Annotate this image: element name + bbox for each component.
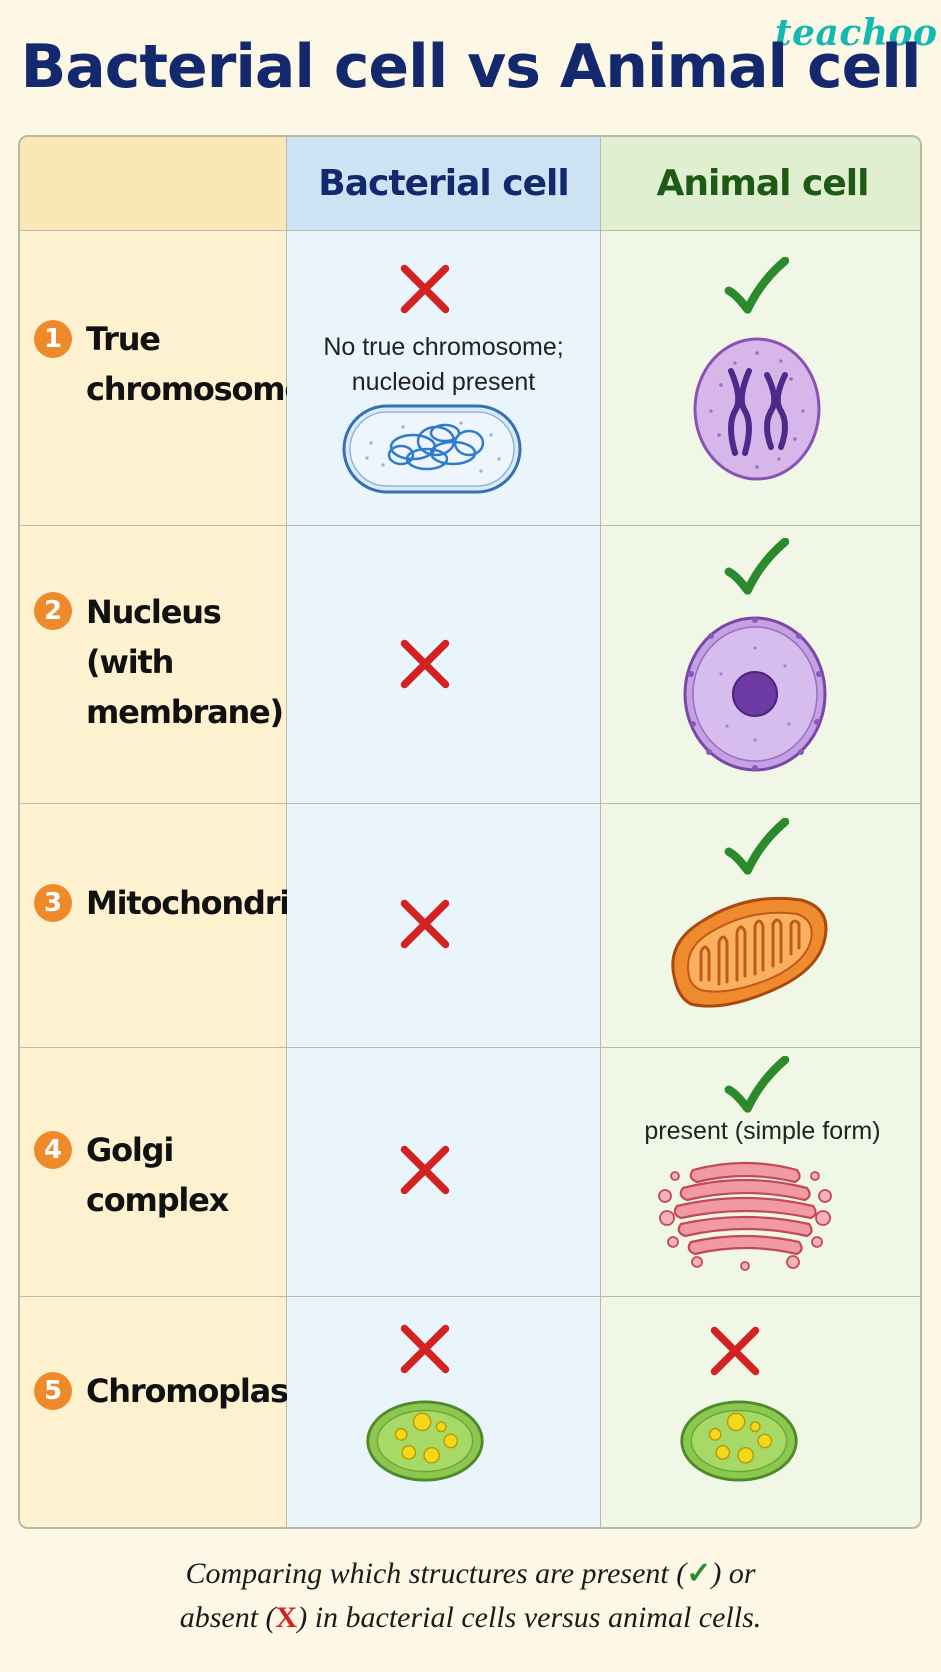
row-number-badge: 2 xyxy=(34,592,72,630)
row-4-bacterial-cell xyxy=(287,1048,601,1297)
cross-icon xyxy=(397,636,453,692)
row-2-bacterial-cell xyxy=(287,526,601,804)
row-2-feature-cell: 2 Nucleus (with membrane) xyxy=(20,526,287,804)
caption-text: Comparing which structures are present ( xyxy=(185,1557,687,1590)
comparison-table: Bacterial cell Animal cell 1 True chromo… xyxy=(18,135,922,1529)
cross-icon xyxy=(707,1323,763,1379)
cross-icon xyxy=(397,261,453,317)
header-animal-cell: Animal cell xyxy=(601,137,920,231)
header-empty-cell xyxy=(20,137,287,231)
row-3-feature-cell: 3 Mitochondria xyxy=(20,804,311,1048)
animal-note: present (simple form) xyxy=(644,1117,881,1145)
row-3-bacterial-cell xyxy=(287,804,601,1048)
row-5-animal-cell xyxy=(601,1297,920,1527)
column-header-animal: Animal cell xyxy=(656,163,870,204)
row-number-badge: 3 xyxy=(34,884,72,922)
check-icon: ✓ xyxy=(686,1557,712,1590)
cross-icon xyxy=(397,896,453,952)
header-bacterial-cell: Bacterial cell xyxy=(287,137,601,231)
cross-icon xyxy=(397,1321,453,1377)
check-icon xyxy=(723,538,789,598)
bacterial-nucleoid-icon xyxy=(342,404,522,494)
cross-icon xyxy=(397,1142,453,1198)
row-feature-label: Golgi complex xyxy=(86,1131,229,1219)
row-1-bacterial-cell: No true chromosome; nucleoid present xyxy=(287,231,601,526)
chromoplast-icon xyxy=(363,1397,487,1485)
cross-icon: X xyxy=(275,1601,298,1634)
bacterial-note: No true chromosome; nucleoid present xyxy=(323,333,564,396)
check-icon xyxy=(723,818,789,878)
chromoplast-icon xyxy=(677,1397,801,1485)
row-feature-label: True chromosome xyxy=(86,320,306,408)
row-2-animal-cell xyxy=(601,526,920,804)
nucleus-cell-icon xyxy=(683,616,827,772)
caption-text: absent ( xyxy=(179,1601,276,1634)
row-5-bacterial-cell xyxy=(287,1297,601,1527)
column-header-bacterial: Bacterial cell xyxy=(318,163,569,204)
chromosome-cell-icon xyxy=(693,337,821,481)
row-number-badge: 5 xyxy=(34,1372,72,1410)
row-1-animal-cell xyxy=(601,231,920,526)
check-icon xyxy=(723,1056,789,1116)
row-5-feature-cell: 5 Chromoplasts xyxy=(20,1297,321,1527)
row-number-badge: 4 xyxy=(34,1131,72,1169)
row-3-animal-cell xyxy=(601,804,920,1048)
row-number-badge: 1 xyxy=(34,320,72,358)
row-feature-label: Mitochondria xyxy=(86,884,311,922)
caption-text: ) in bacterial cells versus animal cells… xyxy=(297,1601,762,1634)
caption: Comparing which structures are present (… xyxy=(0,1552,941,1640)
golgi-complex-icon xyxy=(658,1161,832,1271)
mitochondria-icon xyxy=(671,896,828,1008)
row-4-animal-cell: present (simple form) xyxy=(601,1048,920,1297)
caption-text: ) or xyxy=(711,1557,756,1590)
row-feature-label: Chromoplasts xyxy=(86,1372,321,1410)
page-title: Bacterial cell vs Animal cell xyxy=(20,32,922,102)
row-1-feature-cell: 1 True chromosome xyxy=(20,231,306,526)
brand-logo: teachoo xyxy=(775,12,938,54)
check-icon xyxy=(723,257,789,317)
row-feature-label: Nucleus (with membrane) xyxy=(86,593,284,731)
row-4-feature-cell: 4 Golgi complex xyxy=(20,1048,287,1297)
